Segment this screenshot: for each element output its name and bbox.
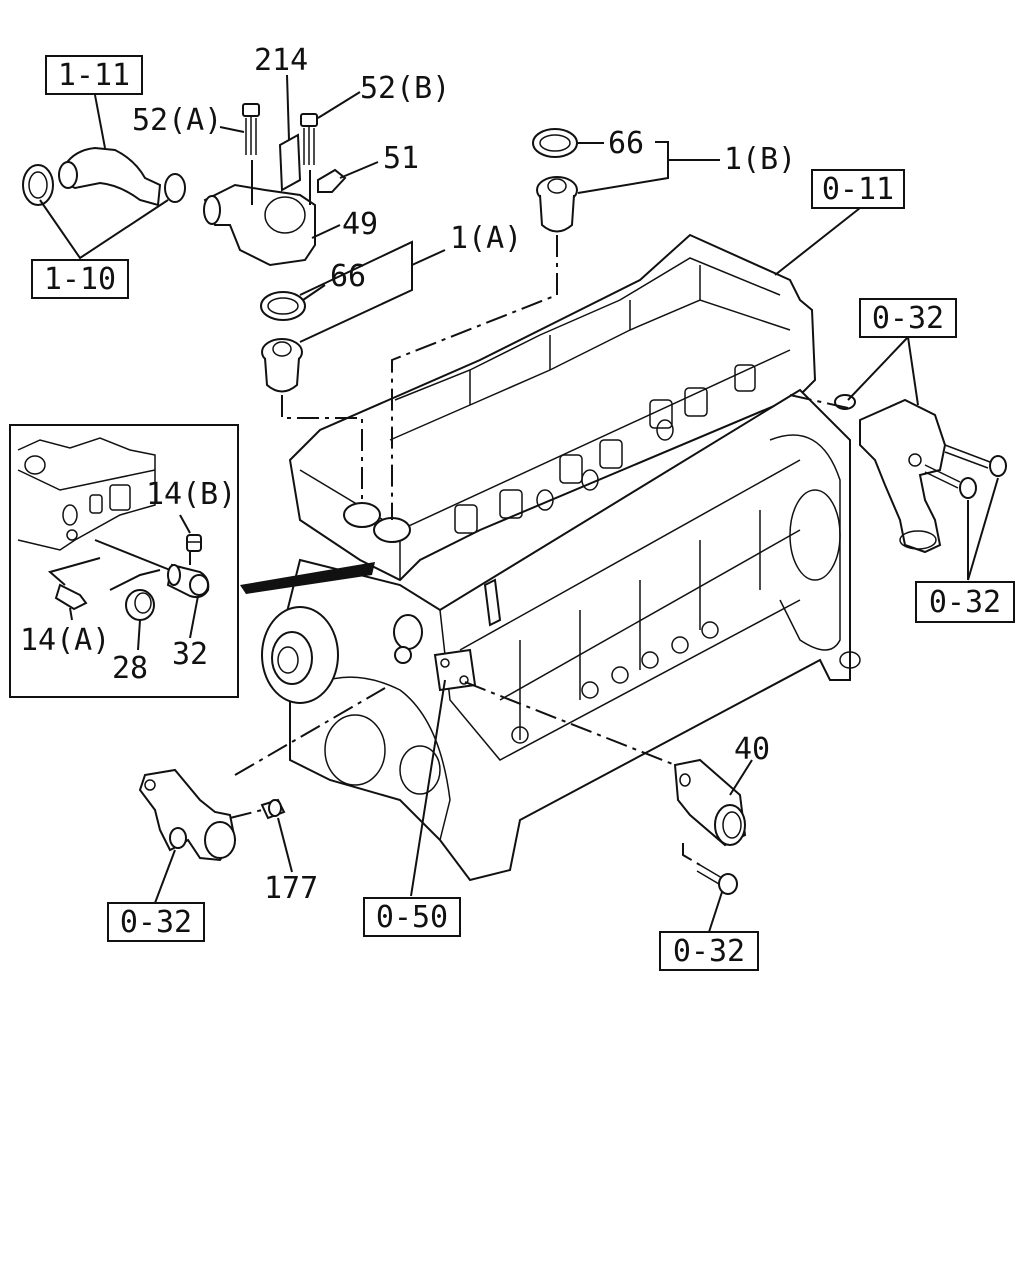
clip-51	[317, 168, 347, 193]
ref-box-0-50[interactable]: 0-50	[363, 897, 461, 937]
bolt-right-upper	[944, 444, 1007, 477]
inset-pointer	[240, 562, 375, 594]
ref-box-0-32-bottom[interactable]: 0-32	[659, 931, 759, 971]
hose-clamp-left	[22, 164, 54, 206]
ref-label: 0-32	[673, 934, 745, 969]
ref-label: 0-11	[822, 172, 894, 207]
gasket-66-lower	[260, 291, 306, 321]
label-14b: 14(B)	[146, 477, 236, 512]
bolt-52a	[242, 103, 260, 155]
boxed-references: 1-11 1-10 0-11 0-32 0-32 0-32 0-50 0-32	[31, 55, 1015, 971]
plug-14a	[54, 583, 88, 611]
ref-box-0-32-top[interactable]: 0-32	[859, 298, 957, 338]
ref-box-1-11[interactable]: 1-11	[45, 55, 143, 95]
label-1a: 1(A)	[450, 221, 522, 256]
ref-label: 0-32	[120, 905, 192, 940]
thermostat-housing	[203, 183, 316, 267]
bolt-right-lower	[924, 464, 977, 499]
label-28: 28	[112, 651, 148, 686]
ref-label: 1-11	[58, 58, 130, 93]
engine-block	[261, 233, 861, 882]
label-52a: 52(A)	[132, 103, 222, 138]
gasket-66-upper	[532, 128, 578, 158]
ref-box-0-32-right[interactable]: 0-32	[915, 581, 1015, 623]
label-52b: 52(B)	[360, 71, 450, 106]
label-14a: 14(A)	[20, 623, 110, 658]
ref-box-0-32-left[interactable]: 0-32	[107, 902, 205, 942]
label-177: 177	[264, 871, 318, 906]
plug-14b	[186, 534, 202, 552]
label-1b: 1(B)	[724, 142, 796, 177]
hose-clamp-right	[164, 173, 186, 203]
label-51: 51	[383, 141, 419, 176]
label-66-upper: 66	[608, 126, 644, 161]
thermostat-housing-group	[22, 103, 347, 267]
ref-label: 0-50	[376, 900, 448, 935]
ref-box-1-10[interactable]: 1-10	[31, 259, 129, 299]
water-outlet-right	[834, 394, 1007, 554]
inset-frame	[9, 424, 239, 698]
label-40: 40	[734, 732, 770, 767]
thermostat-1a	[261, 338, 303, 393]
part-number-labels: 214 52(A) 52(B) 51 49 66 1(B) 66 1(A) 14…	[20, 43, 796, 906]
water-outlet-pipe	[859, 398, 947, 554]
bracket-214	[278, 133, 302, 192]
plug-28	[125, 589, 155, 621]
leader-lines	[39, 74, 999, 933]
label-32: 32	[172, 637, 208, 672]
assembly-lines	[229, 235, 849, 866]
ref-label: 0-32	[929, 585, 1001, 620]
bolt-40	[696, 864, 738, 895]
inset-detail	[9, 424, 239, 698]
ref-box-0-11[interactable]: 0-11	[811, 169, 905, 209]
label-214: 214	[254, 43, 308, 78]
water-inlet-40	[673, 758, 747, 847]
plug-177	[260, 798, 286, 820]
fitting-32	[166, 563, 210, 599]
coolant-hose	[62, 146, 162, 207]
ref-label: 0-32	[872, 301, 944, 336]
bolt-52b	[300, 113, 318, 165]
sensor-housing-left	[138, 768, 237, 862]
label-66-lower: 66	[330, 259, 366, 294]
thermostat-1b	[536, 176, 578, 233]
ref-label: 1-10	[44, 262, 116, 297]
label-49: 49	[342, 207, 378, 242]
